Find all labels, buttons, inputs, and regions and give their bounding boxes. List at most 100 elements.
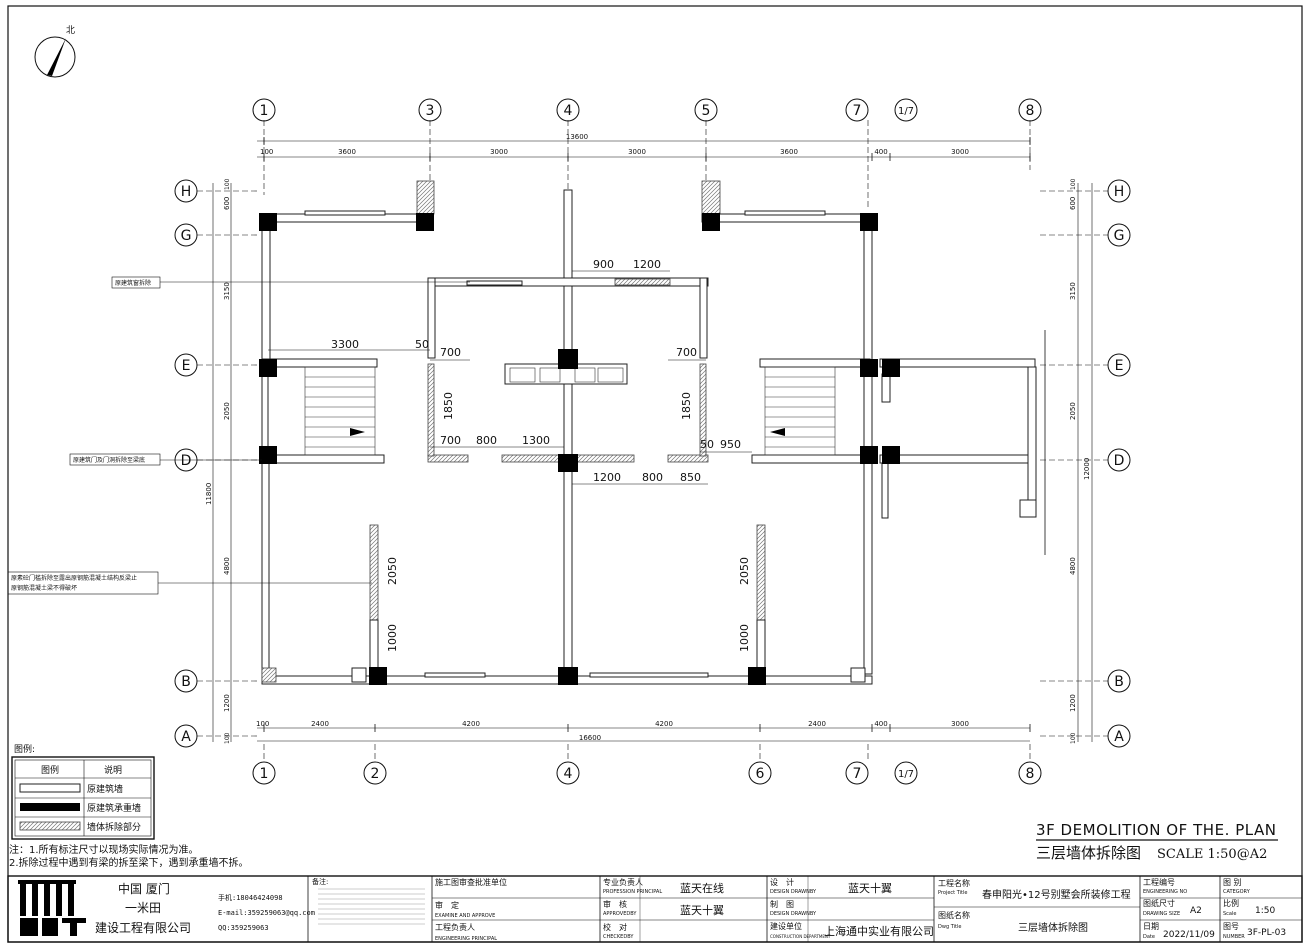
grid-bubble-right-B: B	[1107, 669, 1131, 693]
company-qq: QQ:359259063	[218, 924, 269, 932]
label-grids-rows-3: D	[1114, 453, 1125, 469]
label-grids-top-3: 5	[702, 103, 711, 119]
grid-bubble-left-A: A	[174, 724, 198, 748]
label-dimensions-right-3: 2050	[1069, 402, 1077, 420]
label-dimensions-inner-13: 1200	[593, 471, 621, 484]
grid-bubble-left-G: G	[174, 223, 198, 247]
label-titleblock-size_en: DRAWING SIZE	[1143, 911, 1180, 917]
label-grids-top-1: 3	[426, 103, 435, 119]
label-dimensions-top-4: 3600	[780, 148, 798, 156]
label-titleblock-draw_en: DESIGN DRAWNBY	[770, 911, 817, 917]
demolish-part	[369, 524, 379, 621]
project-name: 春申阳光•12号别墅会所装修工程	[982, 888, 1131, 901]
label-titleblock-design: 设 计	[770, 877, 794, 887]
label-titleblock-approve_en: EXAMINE AND APPROVE	[435, 913, 495, 919]
north-label: 北	[66, 25, 75, 36]
label-dimensions-bottom-2: 4200	[462, 720, 480, 728]
label-dimensions-right-6: 100	[1070, 732, 1077, 744]
demolish-part	[427, 454, 469, 463]
structural-column	[882, 359, 900, 377]
structural-column	[259, 446, 277, 464]
label-dimensions-right-1: 600	[1069, 197, 1077, 210]
label-dimensions-left-6: 100	[224, 732, 231, 744]
grid-bubble-top-5: 5	[694, 98, 718, 122]
label-titleblock-design_en: DESIGN DRAWNBY	[770, 889, 817, 895]
label-titleblock-date_en: Date	[1143, 934, 1155, 940]
company-line-2: 一米田	[125, 901, 161, 915]
label-dimensions-right-4: 4800	[1069, 557, 1077, 575]
grid-bubble-bottom-8: 8	[1018, 761, 1042, 785]
legend-item-wall: 原建筑墙	[87, 783, 123, 795]
grid-bubble-top-3: 3	[418, 98, 442, 122]
label-grids-rows-4: B	[181, 674, 191, 690]
label-dimensions-inner-8: 700	[440, 434, 461, 447]
grid-bubble-left-H: H	[174, 179, 198, 203]
drawing-date: 2022/11/09	[1163, 930, 1215, 940]
structural-column	[860, 446, 878, 464]
structural-column	[558, 667, 578, 685]
demolish-part	[699, 363, 707, 457]
grid-bubble-right-E: E	[1107, 353, 1131, 377]
label-dimensions-top-0: 100	[260, 148, 273, 156]
grid-bubble-top-4: 4	[556, 98, 580, 122]
grid-bubble-bottom-1-7: 1/7	[894, 761, 918, 785]
label-dimensions-inner-16: 2050	[386, 557, 399, 585]
label-dimensions-inner-12: 950	[720, 438, 741, 451]
structural-column	[860, 359, 878, 377]
label-titleblock-verify: 校 对	[603, 922, 627, 932]
demolish-part	[667, 454, 709, 463]
load-bearing-columns	[259, 213, 900, 685]
label-dimensions-top-6: 3000	[951, 148, 969, 156]
label-titleblock-drawing_en: Dwg Title	[938, 924, 961, 930]
prof-principal-name: 蓝天在线	[680, 881, 724, 895]
label-dimensions-top-1: 3600	[338, 148, 356, 156]
demolish-part	[416, 180, 435, 215]
note-door-removal: 原建筑门及门洞拆除至梁底	[73, 456, 145, 464]
grid-bubble-top-1: 1	[252, 98, 276, 122]
label-dimensions-top-3: 3000	[628, 148, 646, 156]
legend-item-bearing: 原建筑承重墙	[87, 802, 141, 814]
drawing-title: 3F DEMOLITION OF THE. PLAN 三层墙体拆除图 SCALE…	[1036, 821, 1278, 862]
grid-bubble-bottom-6: 6	[748, 761, 772, 785]
label-titleblock-ratio_en: Scale	[1223, 911, 1236, 917]
label-titleblock-eng_principal: 工程负责人	[435, 922, 475, 932]
label-dimensions-top-2: 3000	[490, 148, 508, 156]
label-grids-top-5: 1/7	[898, 106, 914, 117]
label-dimensions-inner-10: 1300	[522, 434, 550, 447]
label-grids-top-0: 1	[260, 103, 269, 119]
grid-bubble-right-H: H	[1107, 179, 1131, 203]
label-dimensions-inner-17: 2050	[738, 557, 751, 585]
label-dimensions-right-5: 1200	[1069, 694, 1077, 712]
label-titleblock-draw: 制 图	[770, 899, 794, 909]
remark-1: 注：1.所有标注尺寸以现场实际情况为准。	[9, 843, 199, 856]
label-dimensions-bottom_total: 16600	[579, 734, 601, 742]
label-dimensions-right-2: 3150	[1069, 282, 1077, 300]
bottom-dimension-chain: 100 2400 4200 4200 2400 400 3000 16600 1…	[252, 720, 1042, 785]
note-sill-removal: 原素砼门槛拆除至露出原钢筋混凝土结构反梁止	[11, 574, 137, 582]
label-grids-bottom-6: 8	[1026, 766, 1035, 782]
grid-bubble-bottom-1: 1	[252, 761, 276, 785]
structural-column	[702, 213, 720, 231]
grid-bubble-top-8: 8	[1018, 98, 1042, 122]
label-grids-rows-1: G	[1114, 228, 1125, 244]
note-callouts: 原建筑窗拆除 原建筑门及门洞拆除至梁底 原素砼门槛拆除至露出原钢筋混凝土结构反梁…	[7, 276, 470, 595]
label-legend-col1: 图例	[41, 764, 59, 776]
demolish-part	[571, 454, 635, 463]
north-arrow: 北	[34, 25, 76, 78]
label-grids-top-4: 7	[853, 103, 862, 119]
label-legend-col2: 说明	[104, 764, 122, 776]
structural-column	[748, 667, 766, 685]
legend-item-demolish: 墙体拆除部分	[87, 821, 141, 833]
label-dimensions-inner-5: 700	[676, 346, 697, 359]
demolish-part	[701, 180, 721, 215]
grid-bubble-left-E: E	[174, 353, 198, 377]
label-dimensions-left_total: 11800	[205, 483, 213, 505]
grid-bubble-bottom-4: 4	[556, 761, 580, 785]
structural-column	[416, 213, 434, 231]
label-titleblock-size_label: 图纸尺寸	[1143, 898, 1175, 908]
label-dimensions-inner-0: 900	[593, 258, 614, 271]
label-grids-rows-1: G	[181, 228, 192, 244]
label-grids-rows-2: E	[1115, 358, 1124, 374]
label-dimensions-bottom-3: 4200	[655, 720, 673, 728]
